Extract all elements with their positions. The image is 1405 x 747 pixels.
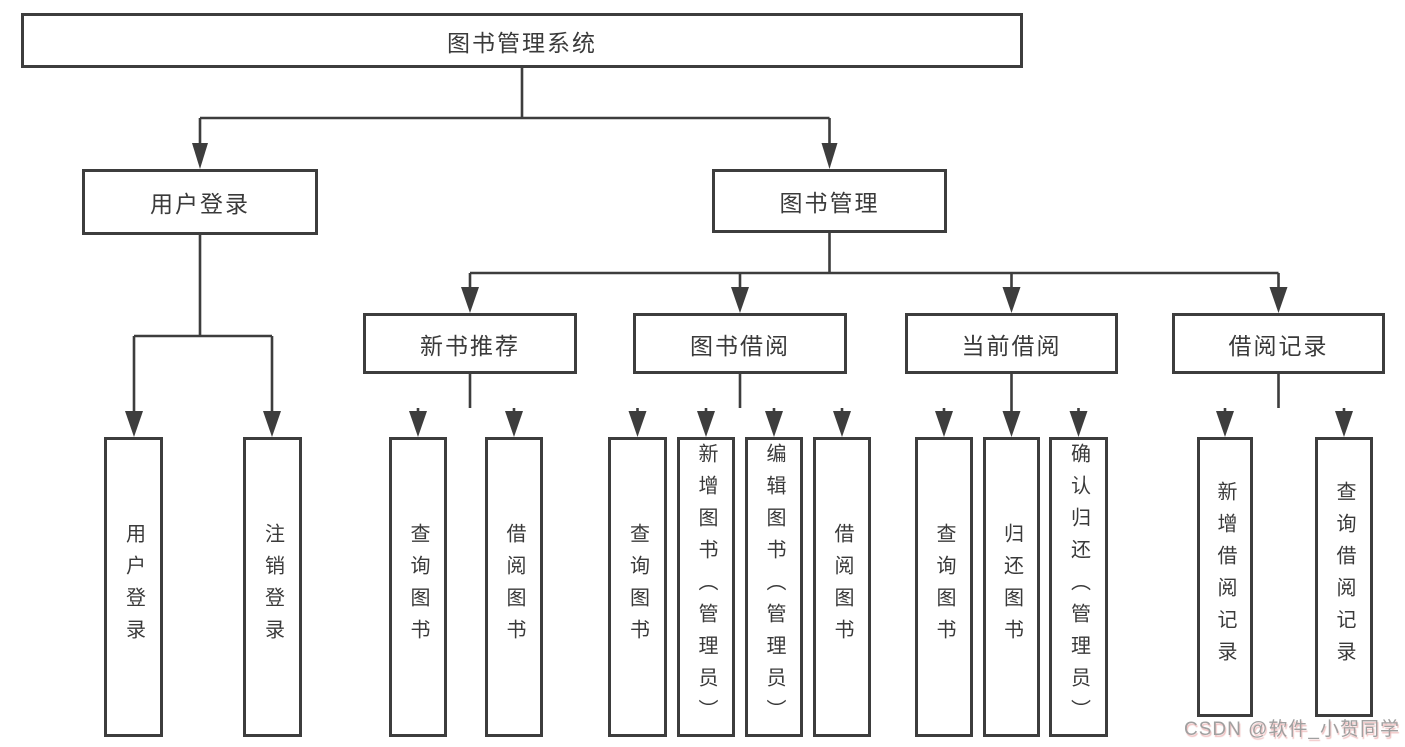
node-book-borrow-label: 图书借阅 — [690, 332, 790, 359]
node-book-mgmt-label: 图书管理 — [779, 190, 880, 216]
leaf-edit-book-admin-label: 编辑图书（管理员） — [763, 443, 785, 731]
leaf-query-books-borrow-label: 查询图书 — [626, 523, 649, 651]
leaf-query-books-recommend-label: 查询图书 — [407, 523, 429, 651]
leaf-add-book-admin: 新增图书（管理员） — [677, 437, 735, 737]
node-user-login-label: 用户登录 — [150, 191, 250, 217]
leaf-borrow-books-label: 借阅图书 — [831, 523, 853, 651]
leaf-user-login: 用户登录 — [104, 437, 163, 737]
node-new-book-recommend: 新书推荐 — [363, 313, 577, 374]
leaf-query-books-current: 查询图书 — [915, 437, 973, 737]
leaf-return-book: 归还图书 — [983, 437, 1040, 737]
leaf-logout-label: 注销登录 — [261, 523, 284, 651]
node-book-mgmt: 图书管理 — [712, 169, 947, 233]
leaf-user-login-label: 用户登录 — [122, 523, 145, 651]
node-user-login: 用户登录 — [82, 169, 318, 235]
leaf-query-borrow-record-label: 查询借阅记录 — [1333, 481, 1355, 673]
leaf-query-books-borrow: 查询图书 — [608, 437, 667, 737]
leaf-return-book-label: 归还图书 — [1000, 523, 1023, 651]
leaf-edit-book-admin: 编辑图书（管理员） — [745, 437, 803, 737]
leaf-query-books-current-label: 查询图书 — [933, 523, 955, 651]
watermark: CSDN @软件_小贺同学 — [1184, 719, 1400, 740]
leaf-borrow-books: 借阅图书 — [813, 437, 871, 737]
leaf-add-borrow-record: 新增借阅记录 — [1197, 437, 1253, 717]
leaf-borrow-books-recommend: 借阅图书 — [485, 437, 543, 737]
node-book-borrow: 图书借阅 — [633, 313, 847, 374]
leaf-logout: 注销登录 — [243, 437, 302, 737]
node-current-borrow: 当前借阅 — [905, 313, 1118, 374]
leaf-add-book-admin-label: 新增图书（管理员） — [695, 443, 717, 731]
node-borrow-records-label: 借阅记录 — [1228, 332, 1329, 359]
leaf-confirm-return-admin: 确认归还（管理员） — [1049, 437, 1108, 737]
leaf-add-borrow-record-label: 新增借阅记录 — [1214, 481, 1236, 673]
node-current-borrow-label: 当前借阅 — [961, 332, 1062, 359]
node-root-label: 图书管理系统 — [447, 29, 597, 56]
node-new-book-recommend-label: 新书推荐 — [420, 332, 520, 359]
leaf-query-borrow-record: 查询借阅记录 — [1315, 437, 1373, 717]
leaf-query-books-recommend: 查询图书 — [389, 437, 447, 737]
leaf-borrow-books-recommend-label: 借阅图书 — [503, 523, 525, 651]
node-root: 图书管理系统 — [21, 13, 1023, 68]
leaf-confirm-return-admin-label: 确认归还（管理员） — [1067, 443, 1090, 731]
node-borrow-records: 借阅记录 — [1172, 313, 1385, 374]
